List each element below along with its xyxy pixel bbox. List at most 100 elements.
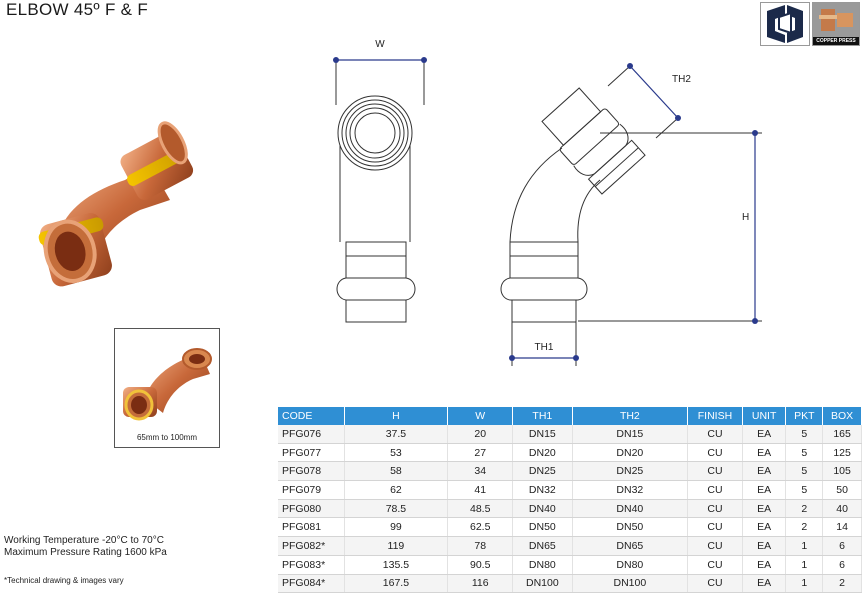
spec-table: CODE H W TH1 TH2 FINISH UNIT PKT BOX PFG… [278,407,862,594]
table-cell: 105 [822,461,862,482]
front-view [333,57,427,323]
table-cell: CU [687,425,743,444]
table-cell: PFG080 [278,499,345,519]
table-cell: DN65 [572,536,689,556]
table-cell: 14 [822,517,862,538]
table-cell: EA [742,517,787,538]
table-cell: 34 [447,461,514,482]
table-cell: DN65 [512,536,573,556]
table-cell: 58 [344,461,449,482]
col-header-w: W [447,407,514,425]
table-cell: 1 [785,536,824,556]
brand-logo-icon [767,5,803,43]
fitting-photo-icon [813,3,859,37]
table-cell: DN100 [572,574,689,594]
table-cell: 99 [344,517,449,538]
table-cell: CU [687,555,743,575]
col-header-code: CODE [278,407,345,425]
table-cell: PFG083* [278,555,345,575]
table-cell: EA [742,480,787,500]
product-photo [0,110,215,310]
col-header-th2: TH2 [572,407,689,425]
max-pressure-rating: Maximum Pressure Rating 1600 kPa [4,547,167,558]
table-cell: 135.5 [344,555,449,575]
col-header-box: BOX [822,407,862,425]
table-cell: 6 [822,555,862,575]
table-cell: PFG077 [278,443,345,463]
footnote: *Technical drawing & images vary [4,576,124,585]
table-cell: EA [742,574,787,594]
table-cell: DN50 [572,517,689,538]
table-cell: 78 [447,536,514,556]
col-header-unit: UNIT [742,407,787,425]
table-cell: 41 [447,480,514,500]
table-cell: PFG081 [278,517,345,538]
table-cell: 27 [447,443,514,463]
table-cell: 20 [447,425,514,444]
table-cell: 50 [822,480,862,500]
table-cell: CU [687,443,743,463]
table-cell: PFG076 [278,425,345,444]
table-cell: 37.5 [344,425,449,444]
table-cell: EA [742,536,787,556]
table-cell: DN32 [512,480,573,500]
table-cell: EA [742,499,787,519]
col-header-h: H [344,407,449,425]
table-header-row: CODE H W TH1 TH2 FINISH UNIT PKT BOX [278,407,862,425]
table-cell: 125 [822,443,862,463]
table-cell: 48.5 [447,499,514,519]
table-cell: CU [687,574,743,594]
table-cell: 2 [785,517,824,538]
dim-label-th2: TH2 [672,74,691,85]
table-cell: PFG078 [278,461,345,482]
table-cell: 1 [785,574,824,594]
table-cell: 5 [785,461,824,482]
table-cell: 40 [822,499,862,519]
brand-logo [760,2,810,46]
table-cell: 1 [785,555,824,575]
table-cell: 2 [785,499,824,519]
table-cell: 62 [344,480,449,500]
table-cell: CU [687,499,743,519]
table-cell: EA [742,555,787,575]
table-cell: 53 [344,443,449,463]
table-cell: DN80 [512,555,573,575]
table-cell: 119 [344,536,449,556]
table-cell: 165 [822,425,862,444]
table-cell: PFG084* [278,574,345,594]
dim-label-h: H [742,212,749,223]
table-cell: 167.5 [344,574,449,594]
table-cell: DN25 [512,461,573,482]
table-cell: CU [687,461,743,482]
table-cell: 62.5 [447,517,514,538]
table-cell: CU [687,480,743,500]
working-temperature: Working Temperature -20°C to 70°C [4,535,164,546]
dim-label-th1: TH1 [535,342,554,353]
table-cell: PFG082* [278,536,345,556]
col-header-finish: FINISH [687,407,743,425]
table-cell: 78.5 [344,499,449,519]
table-cell: 90.5 [447,555,514,575]
table-cell: EA [742,443,787,463]
table-cell: 5 [785,443,824,463]
side-view [500,63,762,366]
table-cell: DN20 [572,443,689,463]
col-header-pkt: PKT [785,407,824,425]
technical-drawing: W TH2 H TH1 [300,30,800,375]
table-cell: DN25 [572,461,689,482]
large-size-thumbnail: 65mm to 100mm [114,328,220,448]
table-cell: DN20 [512,443,573,463]
table-cell: 116 [447,574,514,594]
table-cell: DN15 [572,425,689,444]
table-cell: 6 [822,536,862,556]
table-cell: PFG079 [278,480,345,500]
table-cell: 2 [822,574,862,594]
page-title: ELBOW 45º F & F [6,0,149,19]
